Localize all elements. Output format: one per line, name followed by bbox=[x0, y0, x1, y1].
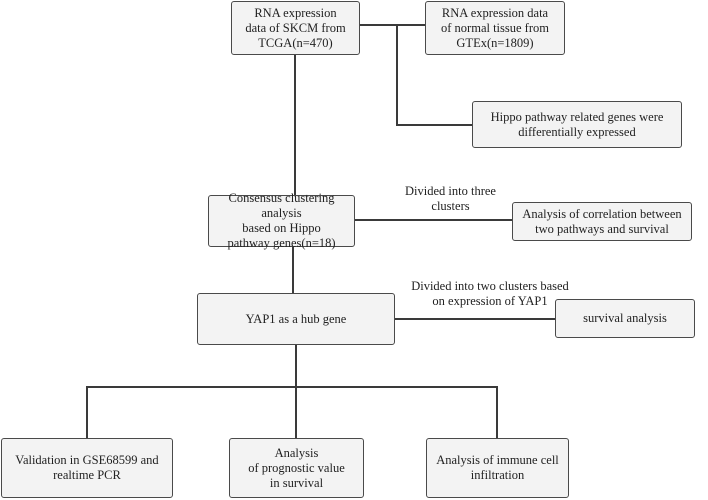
node-gtex-label: RNA expression data of normal tissue fro… bbox=[441, 5, 549, 50]
node-prognostic-label: Analysis of prognostic value in survival bbox=[248, 445, 345, 490]
node-tcga-data: RNA expression data of SKCM from TCGA(n=… bbox=[231, 1, 360, 55]
node-correlation-label: Analysis of correlation between two path… bbox=[522, 206, 682, 236]
node-immune-label: Analysis of immune cell infiltration bbox=[436, 453, 559, 482]
node-prognostic-value: Analysis of prognostic value in survival bbox=[229, 438, 364, 498]
node-yap1-hub: YAP1 as a hub gene bbox=[197, 293, 395, 345]
node-hippo-differential: Hippo pathway related genes were differe… bbox=[472, 101, 682, 148]
node-validation: Validation in GSE68599 and realtime PCR bbox=[1, 438, 173, 498]
node-survival-label: survival analysis bbox=[583, 311, 667, 325]
node-immune-infiltration: Analysis of immune cell infiltration bbox=[426, 438, 569, 498]
node-tcga-label: RNA expression data of SKCM from TCGA(n=… bbox=[245, 5, 346, 50]
node-validation-label: Validation in GSE68599 and realtime PCR bbox=[15, 453, 159, 482]
node-gtex-data: RNA expression data of normal tissue fro… bbox=[425, 1, 565, 55]
edge-label-two-clusters: Divided into two clusters based on expre… bbox=[411, 279, 569, 308]
node-correlation-analysis: Analysis of correlation between two path… bbox=[512, 202, 692, 241]
node-yap1-label: YAP1 as a hub gene bbox=[245, 311, 347, 326]
edge-label-three-clusters: Divided into three clusters bbox=[405, 184, 496, 213]
node-survival-analysis: survival analysis bbox=[555, 299, 695, 338]
node-consensus-label: Consensus clustering analysis based on H… bbox=[227, 191, 336, 250]
node-consensus-clustering: Consensus clustering analysis based on H… bbox=[208, 191, 355, 250]
node-hippo-differential-label: Hippo pathway related genes were differe… bbox=[490, 109, 664, 139]
